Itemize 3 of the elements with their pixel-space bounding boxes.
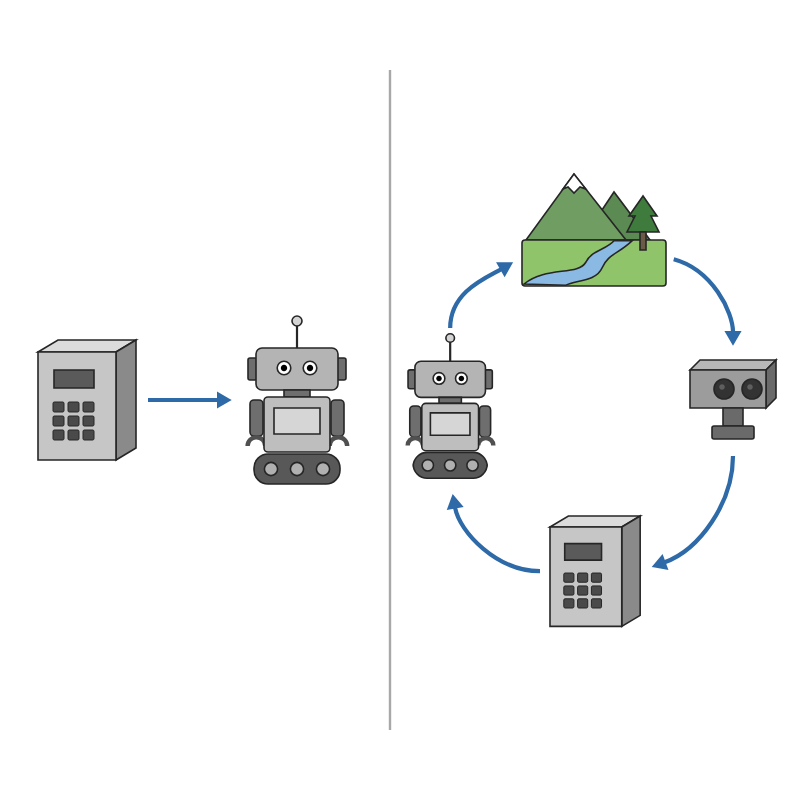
- robot-icon: [405, 332, 496, 479]
- landscape-icon: [521, 172, 667, 287]
- robot-icon: [245, 315, 350, 485]
